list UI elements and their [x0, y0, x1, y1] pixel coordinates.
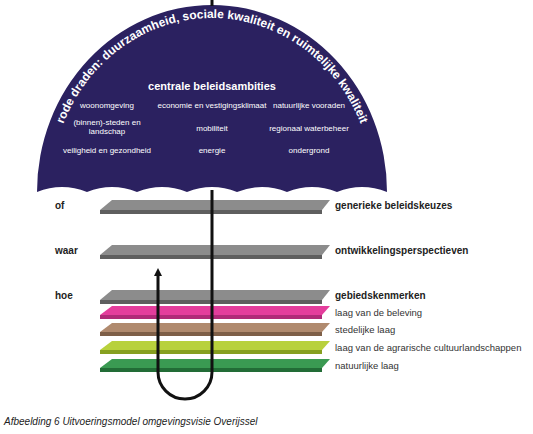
layer-label: natuurlijke laag: [335, 361, 399, 372]
ambition-label: centrale beleidsambities: [148, 80, 276, 93]
ambition-label: ondergrond: [289, 146, 330, 155]
layer-label: laag van de beleving: [335, 308, 422, 319]
umbrella-handle: [158, 190, 212, 399]
layer-label: gebiedskenmerken: [335, 290, 426, 302]
umbrella-canopy: rode draden: duurzaamheid, sociale kwali…: [37, 0, 387, 192]
layer-band: hoe gebiedskenmerken: [40, 289, 530, 305]
layer-label: generieke beleidskeuzes: [335, 200, 452, 212]
ambition-label: energie: [199, 146, 226, 155]
layer-band: laag van de agrarische cultuurlandschapp…: [40, 342, 530, 356]
layer-band: of generieke beleidskeuzes: [40, 199, 530, 215]
caption: Afbeelding 6 Uitvoeringsmodel omgevingsv…: [4, 416, 257, 427]
ambition-label: natuurlijke vooraden: [273, 101, 345, 110]
layer-label: stedelijke laag: [335, 325, 395, 336]
curved-heading-holder: rode draden: duurzaamheid, sociale kwali…: [37, 0, 387, 192]
ambition-label: (binnen)-steden en landschap: [68, 118, 146, 136]
ambition-label: woonomgeving: [80, 101, 134, 110]
layer-band: stedelijke laag: [40, 324, 530, 338]
arc-heading: rode draden: duurzaamheid, sociale kwali…: [53, 7, 371, 125]
ambition-label: economie en vestigingsklimaat: [158, 101, 267, 110]
plates: [100, 200, 330, 372]
layer-label: laag van de agrarische cultuurlandschapp…: [335, 343, 521, 354]
level-word: waar: [55, 245, 78, 257]
level-word: of: [55, 200, 64, 212]
layer-band: waar ontwikkelingsperspectieven: [40, 244, 530, 260]
umbrella-canopy: [37, 5, 387, 192]
ambition-label: regionaal waterbeheer: [269, 124, 349, 133]
level-word: hoe: [55, 290, 73, 302]
layer-band: natuurlijke laag: [40, 360, 530, 374]
ambition-label: veiligheid en gezondheid: [63, 146, 151, 155]
svg-text:rode draden: duurzaamheid, soc: rode draden: duurzaamheid, sociale kwali…: [53, 7, 371, 125]
layer-label: ontwikkelingsperspectieven: [335, 245, 468, 257]
ambition-label: mobiliteit: [196, 124, 228, 133]
umbrella-tip: [211, 0, 214, 6]
layer-band: laag van de beleving: [40, 307, 530, 321]
